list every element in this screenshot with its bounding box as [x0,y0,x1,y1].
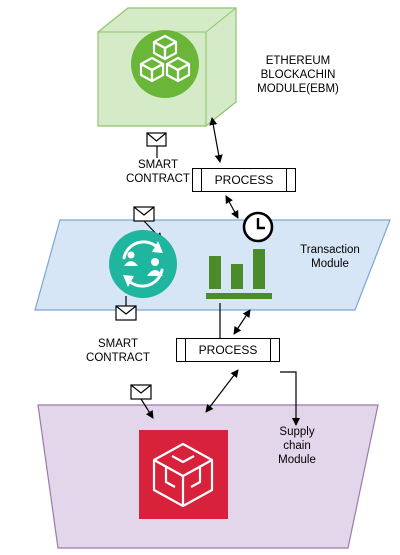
blocks-icon [131,30,199,98]
connector-arrow [205,369,239,413]
connector-arrow [140,398,154,419]
connector-arrow [280,371,300,426]
sync-icon [109,230,177,298]
supply-chain-module-label: Supply chain Module [278,426,316,466]
envelope-icon [130,384,152,400]
process-box-top: PROCESS [192,168,296,192]
supply-chain-icon [139,430,228,519]
connector-arrow [209,117,223,163]
process-box-bottom: PROCESS [176,338,280,362]
smart-contract-label: SMART CONTRACT [86,338,150,364]
envelope-icon [146,132,167,147]
connector-arrow [233,309,251,335]
ebm-label: ETHEREUM BLOCKACHIN MODULE(EBM) [257,55,339,95]
clock-icon [242,211,274,243]
process-label: PROCESS [214,173,274,187]
bar-chart-icon [206,249,272,299]
envelope-icon [115,305,137,321]
smart-contract-label: SMART CONTRACT [126,159,190,185]
process-label: PROCESS [198,343,258,357]
envelope-icon [133,206,155,222]
transaction-module-label: Transaction Module [300,244,360,270]
connector-arrow [225,195,239,219]
